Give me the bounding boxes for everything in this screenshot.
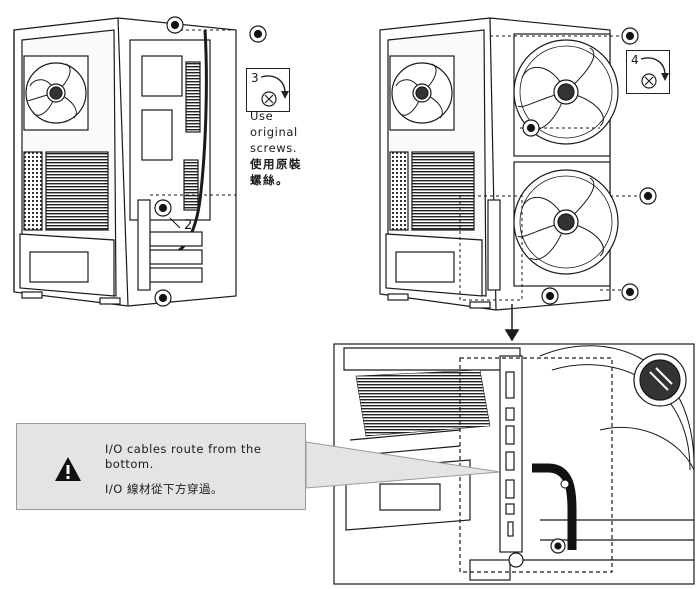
arrow-down-icon [504,304,520,342]
callout-number-2: 2 [184,218,193,233]
left-case-drawing [13,17,237,307]
screw-note-zh-1: 使用原裝 [250,157,302,171]
warning-icon [55,457,81,481]
right-case-drawing [379,17,644,311]
step-3-number: 3 [251,71,259,85]
io-highlight-box [459,357,613,573]
warning-text-en: I/O cables route from the bottom. [105,442,262,471]
screw-rotate-icon [260,75,289,107]
left-case-screws [154,16,267,307]
screw-note-zh-2: 螺絲。 [250,173,289,187]
screw-rotate-icon [640,57,669,89]
step-4-box: 4 [626,50,670,94]
screw-note-en-1: Use [250,109,274,123]
step-4-number: 4 [631,53,639,67]
screw-note: Use original screws. 使用原裝 螺絲。 [250,108,302,188]
warning-callout: I/O cables route from the bottom. I/O 線材… [16,423,306,510]
screw-note-en-2: original [250,125,298,139]
warning-text-zh: I/O 線材從下方穿過。 [105,482,223,496]
step-3-box: 3 [246,68,290,112]
right-case-screws [522,27,657,305]
screw-note-en-3: screws. [250,141,298,155]
